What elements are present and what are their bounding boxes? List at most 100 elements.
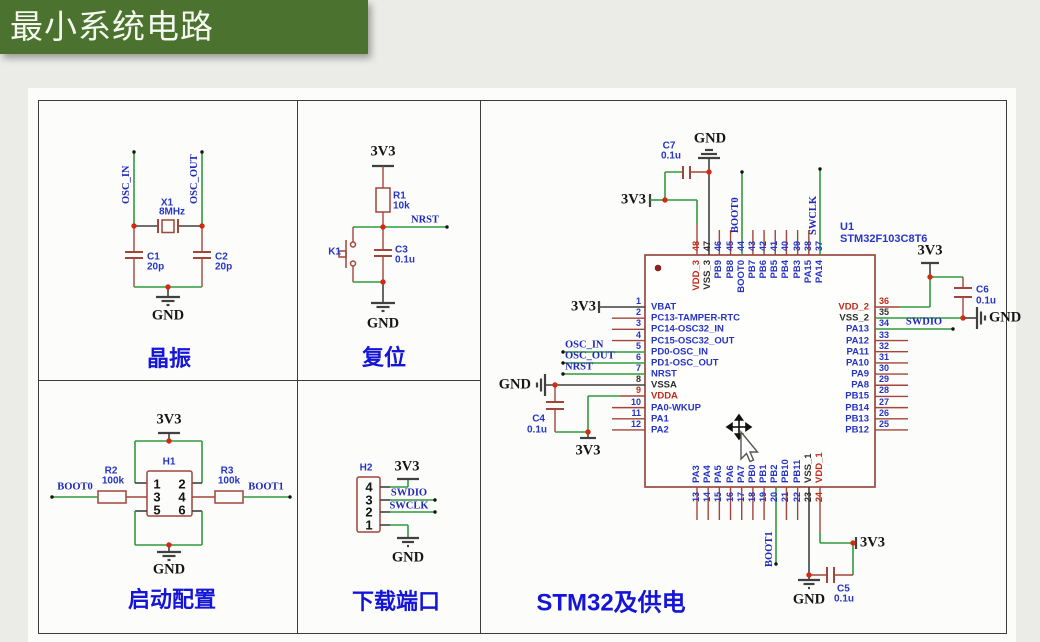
h1-pin-5: 5 xyxy=(153,502,161,518)
pin-number-21: 21 xyxy=(780,492,791,503)
v33-label-boot: 3V3 xyxy=(156,411,182,428)
page-title: 最小系统电路 xyxy=(0,0,368,54)
h1-pin-3: 3 xyxy=(153,489,161,505)
pin-number-43: 43 xyxy=(746,240,757,251)
gnd-label-chip-left: GND xyxy=(498,376,531,393)
gnd-label-reset: GND xyxy=(366,315,400,332)
boot-circuit xyxy=(50,431,292,562)
x1-value: 8MHz xyxy=(158,206,186,218)
gnd-label-chip-bottom: GND xyxy=(792,591,826,608)
pin-name-VSS_2: VSS_2 xyxy=(839,312,869,324)
pin-name-VBAT: VBAT xyxy=(651,301,677,313)
u1-part-number: STM32F103C8T6 xyxy=(840,233,928,245)
net-label-boot0: BOOT0 xyxy=(57,481,93,493)
net-label-boot1-chip: BOOT1 xyxy=(764,531,775,567)
page-title-text: 最小系统电路 xyxy=(10,8,214,45)
pin-name-PB0: PB0 xyxy=(746,464,758,483)
pin-number-29: 29 xyxy=(879,374,890,385)
pin-number-36: 36 xyxy=(879,296,890,306)
pin-name-PB4: PB4 xyxy=(780,260,792,279)
pin-name-PA12: PA12 xyxy=(845,335,869,347)
pin-number-35: 35 xyxy=(879,307,890,318)
pin-name-PB14: PB14 xyxy=(845,402,869,414)
pin-number-19: 19 xyxy=(758,492,769,503)
divider-vertical-1 xyxy=(297,100,299,634)
arrow-cursor-icon xyxy=(740,430,759,463)
h2-pin-2: 2 xyxy=(365,504,373,520)
c7-ref: C7 xyxy=(662,140,676,152)
pin-number-30: 30 xyxy=(879,363,890,374)
caption-crystal: 晶振 xyxy=(146,346,192,371)
gnd-label-chip-top: GND xyxy=(693,130,727,147)
resistor-r1[interactable] xyxy=(375,187,391,213)
header-h1[interactable] xyxy=(146,470,193,517)
pin-number-9: 9 xyxy=(635,385,641,396)
h2-pin-1: 1 xyxy=(365,517,373,533)
h1-pin-2: 2 xyxy=(178,476,186,492)
pin-number-8: 8 xyxy=(635,374,641,385)
pin-name-PA3: PA3 xyxy=(691,465,702,483)
pin-number-38: 38 xyxy=(802,240,813,251)
resistor-r2[interactable] xyxy=(97,490,127,504)
net-label-boot1: BOOT1 xyxy=(248,481,284,493)
c5-ref: C5 xyxy=(837,583,850,595)
pin-name-PB6: PB6 xyxy=(758,260,770,279)
pin-name-VSS_1: VSS_1 xyxy=(802,453,814,483)
divider-horizontal xyxy=(38,380,480,382)
pin-name-NRST: NRST xyxy=(651,368,677,380)
pin-number-34: 34 xyxy=(879,318,890,329)
pin-number-45: 45 xyxy=(724,240,735,251)
r2-value: 100k xyxy=(101,475,125,487)
stm32-chip-body[interactable] xyxy=(644,254,876,488)
pin-number-11: 11 xyxy=(631,407,641,418)
header-h2[interactable] xyxy=(356,476,381,533)
r3-ref: R3 xyxy=(220,465,234,477)
c3-ref: C3 xyxy=(395,244,408,256)
pin-name-PB8: PB8 xyxy=(724,260,736,279)
pin-name-PB3: PB3 xyxy=(791,260,803,279)
pin-name-PC14-OSC32_IN: PC14-OSC32_IN xyxy=(651,323,724,335)
pin-number-42: 42 xyxy=(758,240,769,251)
pin-number-20: 20 xyxy=(769,492,780,503)
c1-value: 20p xyxy=(147,261,165,273)
pin-name-PB11: PB11 xyxy=(791,459,803,483)
c2-value: 20p xyxy=(215,261,233,273)
move-cursor-icon xyxy=(725,413,753,441)
net-label-osc-in-chip: OSC_IN xyxy=(565,339,604,351)
pin-number-6: 6 xyxy=(635,351,641,362)
pin-number-15: 15 xyxy=(713,492,724,503)
pin-number-33: 33 xyxy=(879,329,890,340)
gnd-label-chip-right: GND xyxy=(989,309,1022,326)
reset-circuit xyxy=(338,164,449,313)
pin-number-39: 39 xyxy=(791,240,802,251)
c6-ref: C6 xyxy=(976,284,989,296)
net-label-osc-out: OSC_OUT xyxy=(189,154,200,204)
pin-name-PA13: PA13 xyxy=(845,323,869,335)
pin-name-PA6: PA6 xyxy=(724,465,736,483)
schematic-frame xyxy=(38,100,1007,634)
pin-name-PB7: PB7 xyxy=(746,260,758,279)
pin-number-25: 25 xyxy=(879,418,890,429)
crystal-x1[interactable] xyxy=(161,219,175,234)
net-label-swdio-dl: SWDIO xyxy=(390,487,428,499)
pin-number-2: 2 xyxy=(635,307,641,318)
pin-number-24: 24 xyxy=(813,492,824,503)
pin-number-44: 44 xyxy=(735,240,746,251)
u1-ref: U1 xyxy=(840,221,855,233)
pin-name-PD1-OSC_OUT: PD1-OSC_OUT xyxy=(651,357,719,369)
divider-vertical-2 xyxy=(480,100,482,634)
button-k1[interactable] xyxy=(349,241,357,248)
net-label-nrst-reset: NRST xyxy=(411,214,440,226)
pin-name-VDDA: VDDA xyxy=(651,390,678,402)
pin-name-VDD_1: VDD_1 xyxy=(813,452,825,483)
pin-name-PA10: PA10 xyxy=(845,357,869,369)
v33-label-download: 3V3 xyxy=(394,458,420,475)
r1-value: 10k xyxy=(393,200,410,212)
pin-number-16: 16 xyxy=(724,492,735,503)
resistor-r3[interactable] xyxy=(214,490,244,504)
pin-name-PA15: PA15 xyxy=(802,260,814,284)
pin-number-32: 32 xyxy=(879,340,890,351)
v33-label-chip-bottom: 3V3 xyxy=(860,534,885,551)
crystal-circuit xyxy=(125,150,211,307)
